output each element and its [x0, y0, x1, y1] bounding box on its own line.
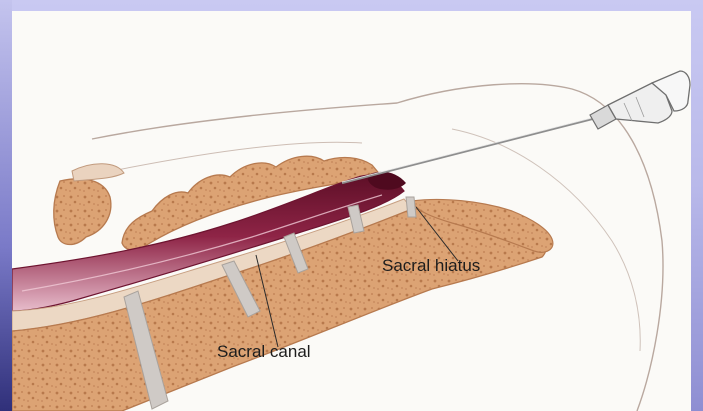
illustration-panel: Sacral hiatus Sacral canal [12, 11, 691, 411]
sacral-hiatus-label: Sacral hiatus [382, 256, 480, 276]
lumbar-vertebra-left [54, 179, 111, 245]
sacral-anatomy-illustration [12, 11, 691, 411]
disc-5 [406, 197, 416, 217]
lumbar-lamina-left [72, 164, 124, 181]
needle-shaft [342, 119, 592, 183]
slide-left-accent-bar [0, 0, 12, 411]
sacral-canal-label: Sacral canal [217, 342, 311, 362]
